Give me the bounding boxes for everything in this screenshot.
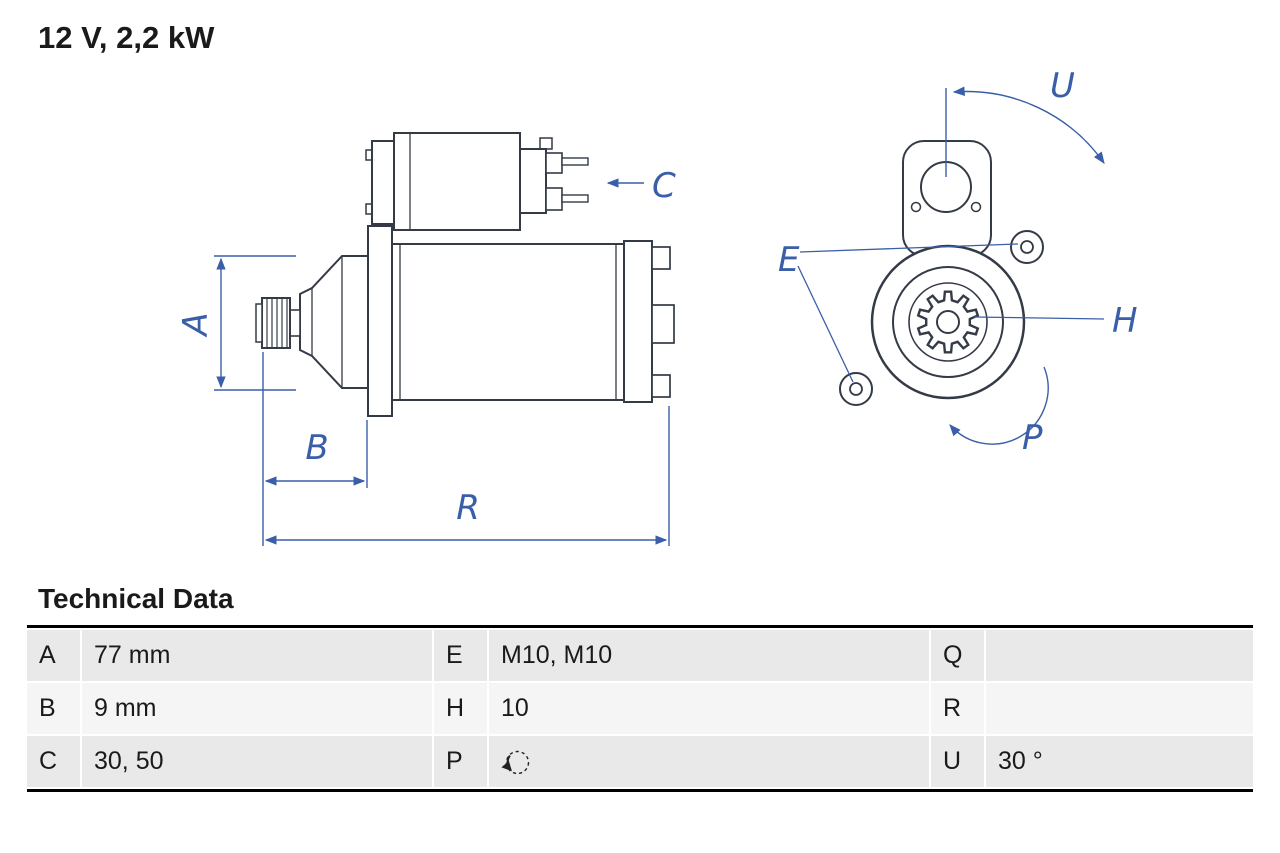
cell-key: U — [931, 736, 986, 787]
cell-key: B — [27, 683, 82, 734]
label-U: U — [1050, 66, 1075, 106]
cell-key: R — [931, 683, 986, 734]
pinion-gear — [255, 297, 301, 349]
technical-data-table: A 77 mm E M10, M10 Q B 9 mm H 10 R C — [27, 628, 1253, 789]
cell-value: M10, M10 — [489, 630, 931, 681]
technical-data-heading: Technical Data — [38, 583, 234, 614]
label-R: R — [456, 488, 480, 528]
label-C: C — [652, 166, 676, 206]
label-B: B — [305, 428, 328, 468]
dimension-labels: A B R C E H P U — [176, 66, 1138, 528]
page-title: 12 V, 2,2 kW — [38, 20, 215, 55]
drive-end-housing — [299, 255, 369, 389]
flange-ear-left — [839, 372, 873, 406]
cell-key: C — [27, 736, 82, 787]
cell-value — [489, 736, 931, 787]
ear-hole-left — [849, 382, 863, 396]
cell-value: 10 — [489, 683, 931, 734]
label-A: A — [176, 312, 216, 337]
starter-motor-drawing: A B R C E H P U — [176, 66, 1138, 546]
flange-plate — [367, 225, 393, 417]
table-row: A 77 mm E M10, M10 Q — [27, 630, 1253, 681]
motor-body — [391, 240, 675, 403]
cell-key: Q — [931, 630, 986, 681]
cell-key: P — [434, 736, 489, 787]
cell-value — [986, 683, 1253, 734]
solenoid — [365, 132, 589, 231]
label-E: E — [778, 240, 800, 280]
technical-data-table-wrap: A 77 mm E M10, M10 Q B 9 mm H 10 R C — [27, 625, 1253, 792]
cell-value — [986, 630, 1253, 681]
flange-ear-right — [1010, 230, 1044, 264]
pinion-gear-front — [916, 290, 980, 354]
cell-value: 30 ° — [986, 736, 1253, 787]
table-row: C 30, 50 P — [27, 736, 1253, 787]
dimension-lines — [214, 86, 1105, 546]
cell-value: 30, 50 — [82, 736, 434, 787]
side-view — [255, 132, 675, 417]
cell-key: E — [434, 630, 489, 681]
cell-key: A — [27, 630, 82, 681]
cell-key: H — [434, 683, 489, 734]
ear-hole-right — [1020, 240, 1034, 254]
cell-value: 9 mm — [82, 683, 434, 734]
cell-value: 77 mm — [82, 630, 434, 681]
label-P: P — [1022, 418, 1043, 458]
label-H: H — [1112, 301, 1138, 341]
rotation-ccw-icon — [501, 750, 530, 774]
table-row: B 9 mm H 10 R — [27, 683, 1253, 734]
shaft-bore — [936, 310, 960, 334]
front-view — [839, 140, 1044, 406]
technical-data-section: Technical Data A 77 mm E M10, M10 Q B — [27, 583, 1253, 792]
